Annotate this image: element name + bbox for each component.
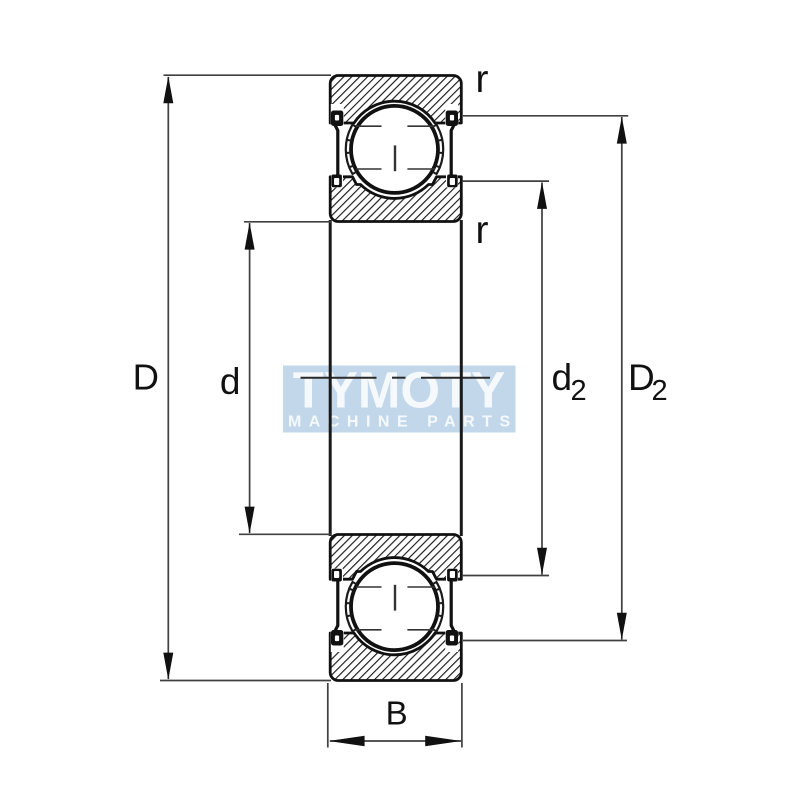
svg-text:2: 2 xyxy=(571,375,587,407)
svg-text:r: r xyxy=(476,58,489,101)
svg-text:B: B xyxy=(386,695,408,732)
svg-text:r: r xyxy=(476,209,489,252)
svg-text:D: D xyxy=(133,357,159,398)
svg-text:d: d xyxy=(552,357,573,398)
svg-text:MACHINE PARTS: MACHINE PARTS xyxy=(288,414,518,431)
svg-text:D: D xyxy=(628,357,655,398)
svg-text:d: d xyxy=(220,361,241,402)
svg-text:TYMOTY: TYMOTY xyxy=(293,361,506,418)
svg-text:2: 2 xyxy=(652,375,668,407)
